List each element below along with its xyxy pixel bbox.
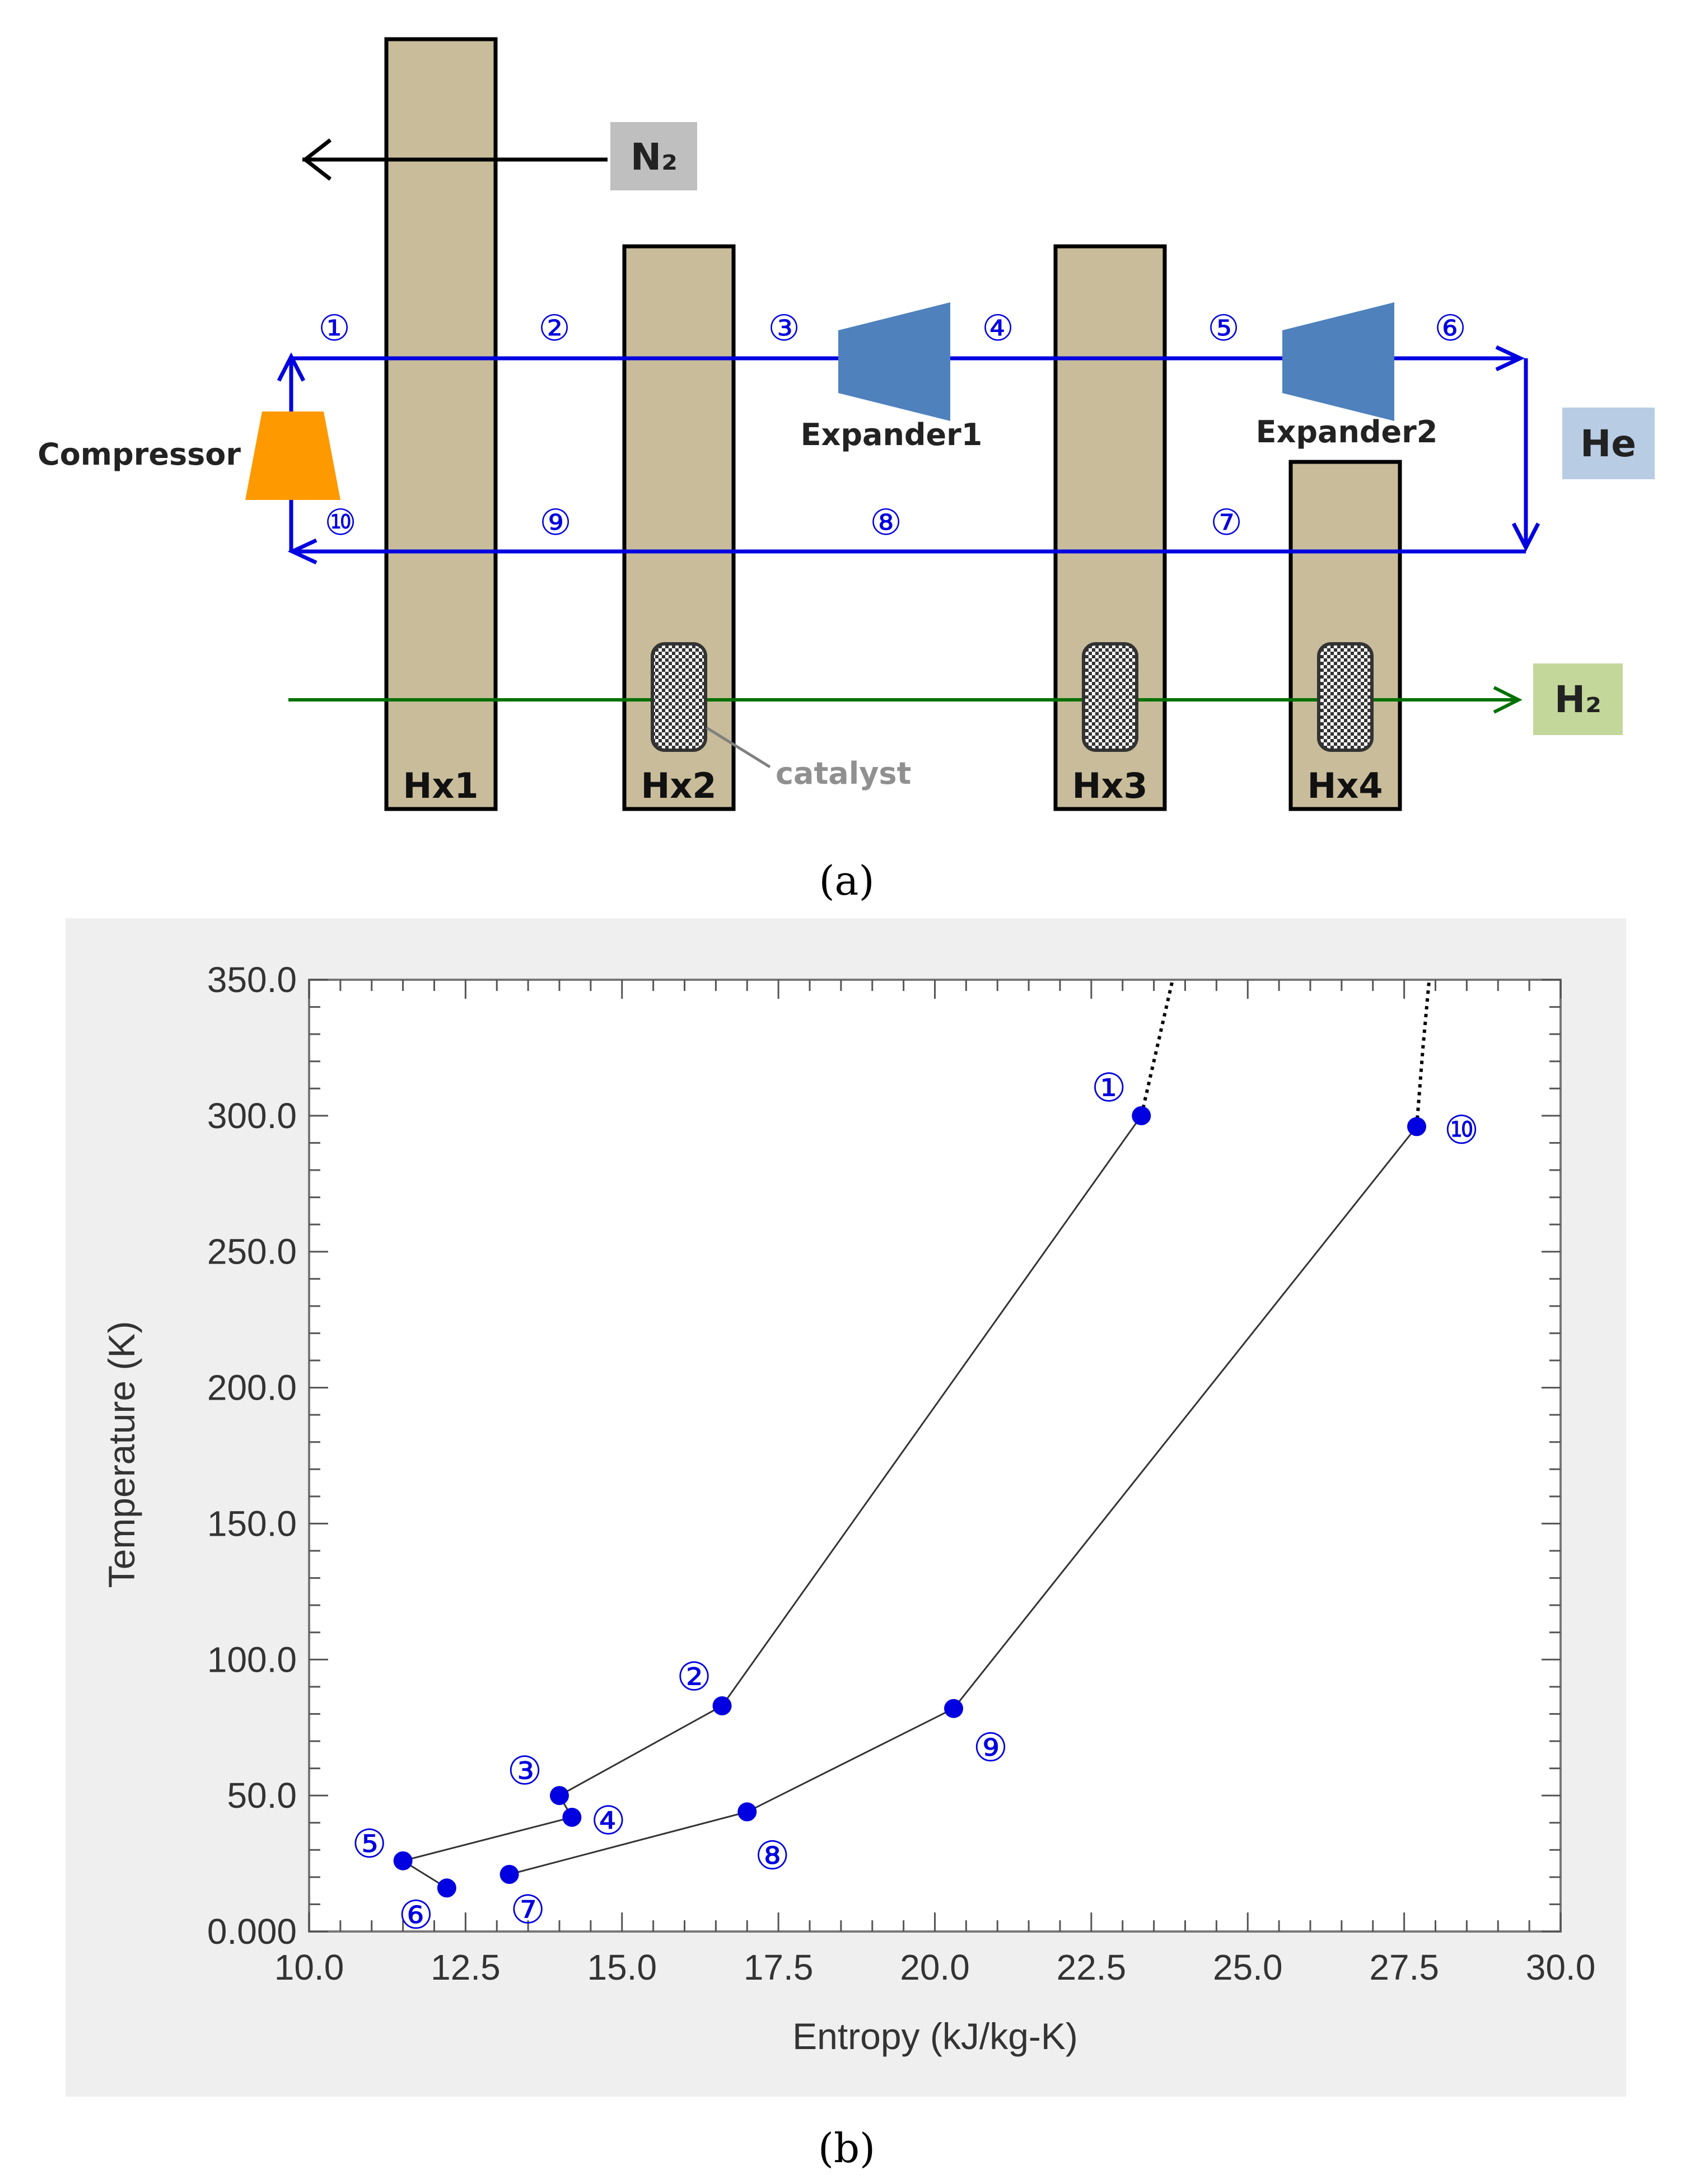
diagram-state-7: ⑦ (1210, 502, 1242, 544)
catalyst-hx3 (1082, 642, 1138, 752)
data-point (562, 1808, 582, 1827)
point-label: ⑥ (398, 1892, 433, 1938)
y-tick-label: 200.0 (207, 1368, 297, 1408)
n2-label: N₂ (631, 135, 678, 179)
dotted-extension-2 (1414, 979, 1431, 1127)
chart-caption: (b) (818, 2125, 875, 2172)
point-label: ⑨ (973, 1725, 1008, 1771)
x-tick-label: 10.0 (274, 1947, 344, 1987)
catalyst-hx2 (651, 642, 707, 752)
y-tick-label: 250.0 (207, 1232, 297, 1272)
y-tick-label: 50.0 (227, 1775, 297, 1816)
data-point (712, 1696, 732, 1715)
y-tick-label: 150.0 (207, 1503, 297, 1544)
diagram-caption: (a) (819, 857, 874, 904)
x-tick-label: 12.5 (431, 1947, 501, 1987)
data-point (1132, 1106, 1151, 1125)
expander1-label: Expander1 (801, 417, 983, 452)
diagram-state-2: ② (538, 308, 570, 349)
x-tick-label: 27.5 (1369, 1947, 1439, 1987)
he-label: He (1580, 422, 1636, 465)
hx2-label: Hx2 (641, 765, 716, 806)
point-label: ① (1091, 1065, 1127, 1111)
data-point (499, 1865, 519, 1884)
n2-box (610, 122, 697, 190)
data-point (550, 1786, 569, 1806)
helium-up-arrowhead (277, 352, 306, 382)
x-tick-label: 17.5 (744, 1947, 814, 1987)
y-tick-label: 0.000 (207, 1911, 297, 1952)
diagram-state-10: ⑩ (324, 502, 356, 544)
diagram-state-6: ⑥ (1434, 308, 1466, 349)
hx1-column (384, 37, 498, 811)
data-point (393, 1851, 413, 1870)
compressor (245, 411, 340, 500)
hx1-label: Hx1 (403, 765, 478, 806)
x-tick-label: 20.0 (900, 1947, 970, 1987)
diagram-state-5: ⑤ (1207, 308, 1239, 349)
hydrogen-arrowhead (1493, 686, 1523, 714)
diagram-state-9: ⑨ (539, 502, 571, 544)
h2-label: H₂ (1554, 678, 1601, 721)
series-line-2 (509, 1126, 1418, 1876)
x-axis-label: Entropy (kJ/kg-K) (792, 2015, 1078, 2057)
point-label: ⑧ (755, 1832, 790, 1878)
hx4-label: Hx4 (1307, 765, 1383, 806)
data-point (737, 1802, 757, 1822)
tick-labels: 10.0 12.5 15.0 17.5 20.0 22.5 25.0 27.5 30.0 0.00… (207, 960, 1595, 1987)
catalyst-leader-line (706, 726, 771, 769)
point-label: ④ (591, 1798, 626, 1844)
x-tick-label: 30.0 (1526, 1947, 1596, 1987)
expander2 (1282, 302, 1394, 421)
x-tick-label: 15.0 (587, 1947, 657, 1987)
compressor-label: Compressor (38, 437, 241, 472)
y-axis-label: Temperature (K) (101, 1321, 142, 1588)
point-label: ⑦ (510, 1887, 545, 1933)
hx3-label: Hx3 (1072, 765, 1147, 806)
data-point (1407, 1117, 1426, 1137)
helium-right-arrowhead (1495, 345, 1525, 372)
point-label: ③ (507, 1748, 543, 1794)
dotted-extension-1 (1140, 979, 1175, 1116)
diagram-state-3: ③ (768, 308, 800, 349)
x-tick-label: 25.0 (1213, 1947, 1283, 1987)
helium-down-arrowhead (1511, 522, 1540, 552)
catalyst-hx4 (1317, 642, 1374, 752)
y-tick-label: 100.0 (207, 1639, 297, 1680)
series-points (393, 1106, 1426, 1898)
point-labels: ① ② ③ ④ ⑤⑥ ⑦ ⑧ ⑨ ⑩ (352, 1065, 1479, 1938)
n2-arrowhead (303, 138, 332, 181)
hx4-column (1288, 460, 1402, 811)
plot-area (308, 979, 1562, 1933)
process-diagram: N₂ H₂ catalyst Hx1 Hx2 Hx3 Hx4 Expand (38, 37, 1655, 904)
diagram-state-1: ① (318, 308, 350, 349)
x-tick-label: 22.5 (1057, 1947, 1127, 1987)
he-box (1562, 408, 1655, 479)
h2-box (1533, 663, 1623, 735)
y-tick-label: 300.0 (207, 1096, 297, 1136)
axis-ticks (308, 979, 1562, 1933)
catalyst-label: catalyst (776, 756, 911, 791)
diagram-state-8: ⑧ (870, 502, 902, 544)
y-tick-label: 350.0 (207, 960, 297, 1000)
expander2-label: Expander2 (1256, 414, 1438, 450)
ts-chart: 10.0 12.5 15.0 17.5 20.0 22.5 25.0 27.5 30.0 0.00… (66, 918, 1626, 2172)
point-label: ⑩ (1444, 1107, 1479, 1153)
point-label: ② (676, 1654, 712, 1700)
point-label: ⑤ (352, 1821, 387, 1867)
expander1 (838, 302, 950, 421)
data-point (944, 1699, 964, 1718)
diagram-state-4: ④ (982, 308, 1014, 349)
data-point (437, 1878, 456, 1898)
